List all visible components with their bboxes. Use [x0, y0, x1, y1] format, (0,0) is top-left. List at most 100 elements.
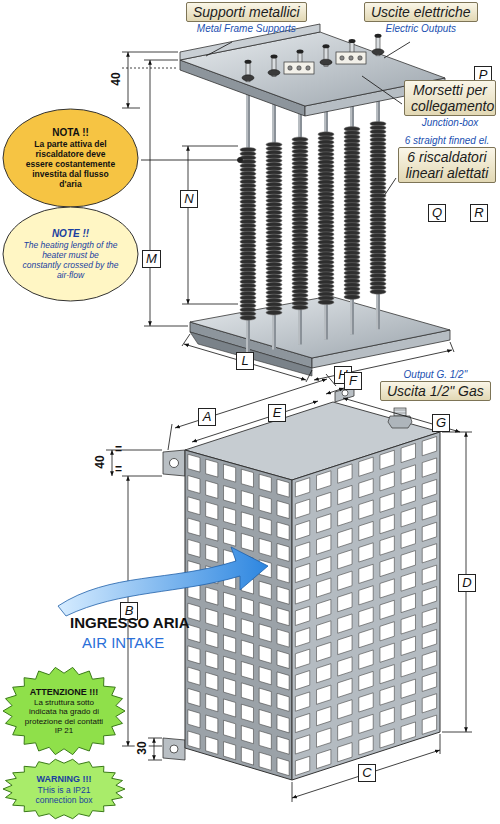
drawing-part — [206, 608, 218, 626]
drawing-part — [241, 683, 253, 701]
callout-box: 6 straight finned el.6 riscaldatori line… — [398, 134, 496, 183]
drawing-part — [182, 304, 238, 305]
dimension-letter-text: M — [142, 250, 161, 268]
node-body: N — [180, 190, 198, 208]
drawing-part — [401, 679, 415, 698]
drawing-part — [128, 52, 129, 108]
drawing-part — [317, 728, 331, 747]
warning-starburst: WARNING !!!THis is a IP21 connection box — [2, 758, 126, 820]
node-body: M — [142, 250, 161, 268]
node-body: ATTENZIONE !!!La struttura sotto indicat… — [21, 666, 108, 756]
dimension-letter: G — [432, 414, 450, 432]
drawing-part — [241, 704, 253, 722]
drawing-part — [349, 39, 356, 43]
dimension-letter-text: F — [344, 372, 362, 390]
drawing-part — [168, 424, 172, 450]
drawing-part — [106, 450, 162, 451]
drawing-part — [277, 501, 289, 519]
drawing-part — [241, 512, 253, 530]
drawing-part — [292, 305, 308, 310]
drawing-part — [359, 629, 373, 648]
equal-mark: = — [115, 442, 122, 456]
drawing-part — [259, 667, 271, 685]
drawing-part — [224, 635, 236, 653]
drawing-part — [144, 60, 178, 61]
drawing-part — [266, 310, 282, 315]
callout-text: 6 riscaldatori lineari alettati — [398, 147, 496, 183]
drawing-part — [372, 49, 384, 55]
drawing-part — [317, 492, 331, 511]
drawing-part — [338, 507, 352, 526]
dimension-letter: A — [198, 408, 216, 426]
drawing-part — [394, 410, 406, 411]
node-body: NOTE !!The heating length of the heater … — [23, 206, 119, 302]
drawing-part — [188, 603, 200, 621]
callout-text: Uscite elettriche — [364, 2, 478, 22]
oval-shape — [3, 109, 138, 207]
drawing-part — [170, 745, 178, 753]
drawing-part — [422, 587, 436, 606]
drawing-part — [338, 678, 352, 697]
drawing-part — [192, 401, 318, 442]
dimension-letter: L — [236, 352, 254, 370]
drawing-part — [343, 398, 460, 432]
drawing-part — [380, 729, 394, 748]
drawing-part — [206, 502, 218, 520]
drawing-part — [422, 565, 436, 584]
dimension-letter: D — [458, 574, 476, 592]
drawing-part — [317, 557, 331, 576]
drawing-part — [224, 528, 236, 546]
drawing-part — [401, 722, 415, 741]
drawing-part — [144, 326, 188, 327]
dimension-letter: R — [470, 204, 488, 222]
drawing-part — [241, 469, 253, 487]
drawing-part — [242, 75, 254, 81]
node-body: NOTA !!La parte attiva del riscaldatore … — [23, 108, 119, 208]
drawing-part — [170, 459, 179, 468]
drawing-part — [297, 49, 304, 53]
drawing-part — [401, 701, 415, 720]
drawing-part — [295, 692, 309, 711]
dimension-letter-text: A — [198, 408, 216, 426]
drawing-part — [240, 315, 256, 320]
drawing-part — [188, 454, 200, 472]
drawing-part — [182, 146, 238, 147]
drawing-part — [271, 55, 278, 59]
drawing-part — [401, 636, 415, 655]
drawing-part — [190, 332, 312, 376]
dimension-letter-text: D — [458, 574, 476, 592]
drawing-part — [259, 496, 271, 514]
callout-text: La parte attiva del riscaldatore deve es… — [23, 139, 119, 189]
drawing-part — [422, 544, 436, 563]
drawing-part — [297, 66, 301, 70]
drawing-part — [241, 747, 253, 765]
air-intake-label: INGRESSO ARIA — [70, 614, 189, 631]
drawing-part — [306, 370, 312, 382]
drawing-part — [370, 289, 386, 294]
drawing-part — [338, 571, 352, 590]
drawing-part — [277, 608, 289, 626]
drawing-part — [338, 528, 352, 547]
drawing-part — [241, 597, 253, 615]
node-body: Output G. 1/2"Uscita 1/2" Gas — [380, 368, 491, 401]
drawing-part — [380, 643, 394, 662]
drawing-part — [422, 651, 436, 670]
drawing-part — [358, 56, 362, 60]
drawing-part — [317, 642, 331, 661]
drawing-part — [206, 42, 232, 56]
drawing-part — [359, 736, 373, 755]
drawing-part — [359, 457, 373, 476]
callout-text: La struttura sotto indicata ha grado di … — [21, 698, 108, 736]
drawing-part — [422, 629, 436, 648]
drawing-part — [188, 518, 200, 536]
drawing-part — [295, 628, 309, 647]
drawing-part — [380, 472, 394, 491]
drawing-part — [359, 521, 373, 540]
drawing-part — [241, 726, 253, 744]
drawing-part — [277, 672, 289, 690]
drawing-part — [380, 536, 394, 555]
drawing-part — [259, 731, 271, 749]
callout-text: 6 straight finned el. — [398, 134, 496, 147]
drawing-part — [384, 42, 410, 58]
drawing-part — [388, 416, 412, 428]
